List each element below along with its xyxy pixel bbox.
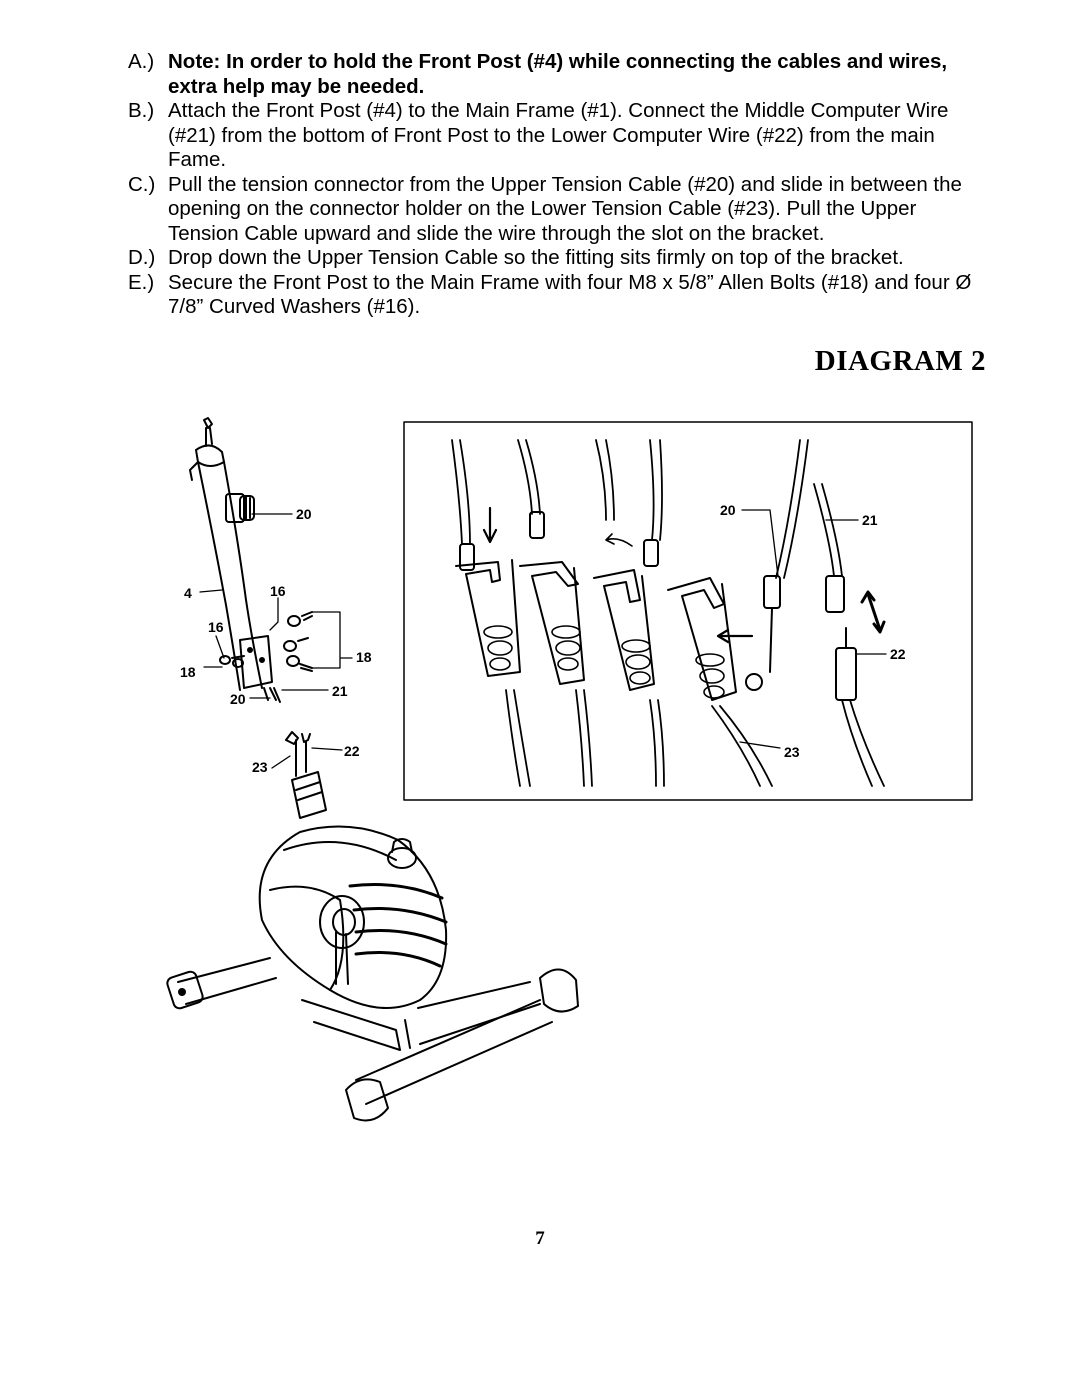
callout-22: 22 [344,743,360,759]
front-post-drawing [189,417,353,703]
step-letter: D.) [128,246,156,269]
step-letter: B.) [128,99,155,122]
step-text: Note: In order to hold the Front Post (#… [168,50,948,98]
inset-diagram [403,421,973,801]
step-e: E.) Secure the Front Post to the Main Fr… [128,271,988,320]
callout-23: 23 [252,759,268,775]
callout-20: 20 [296,506,312,522]
callout-16: 16 [208,619,224,635]
callout-16: 16 [270,583,286,599]
inset-callout-21: 21 [862,512,878,528]
step-b: B.) Attach the Front Post (#4) to the Ma… [128,99,988,173]
step-letter: E.) [128,270,155,294]
inset-callout-22: 22 [890,646,906,662]
instruction-steps: A.) Note: In order to hold the Front Pos… [128,50,988,320]
step-text: Pull the tension connector from the Uppe… [168,172,962,245]
step-letter: A.) [128,50,155,73]
step-a: A.) Note: In order to hold the Front Pos… [128,50,988,99]
callout-4: 4 [184,585,192,601]
step-d: D.) Drop down the Upper Tension Cable so… [128,246,988,271]
step-letter: C.) [128,172,156,196]
diagram-title: DIAGRAM 2 [814,345,986,377]
callout-20: 20 [230,691,246,707]
callout-21: 21 [332,683,348,699]
page-number: 7 [535,1228,545,1249]
step-text: Attach the Front Post (#4) to the Main F… [168,99,949,171]
inset-callout-23: 23 [784,744,800,760]
inset-callout-20: 20 [720,502,736,518]
main-frame-drawing [166,731,579,1122]
callout-18: 18 [356,649,372,665]
step-c: C.) Pull the tension connector from the … [128,173,988,247]
step-text: Drop down the Upper Tension Cable so the… [168,246,904,269]
step-text: Secure the Front Post to the Main Frame … [168,270,972,319]
callout-18: 18 [180,664,196,680]
